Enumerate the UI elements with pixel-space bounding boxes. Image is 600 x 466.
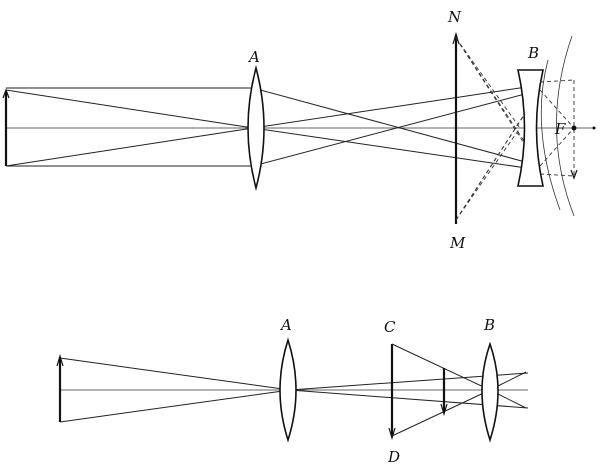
top-dashed-ray (539, 127, 575, 167)
bottom-lens-b (481, 341, 499, 443)
top-dashed-ray (539, 173, 575, 177)
top-diagram: A N B F M (2, 8, 596, 252)
top-wavefront (540, 59, 561, 211)
top-dashed-ray (539, 89, 575, 129)
top-focus-point (571, 125, 577, 131)
bottom-label-d: D (387, 448, 400, 466)
bottom-diagram: A C B D (56, 316, 529, 466)
top-ray (252, 87, 541, 167)
top-label-f: F (554, 120, 566, 138)
top-label-a: A (247, 48, 260, 66)
bottom-label-c: C (384, 318, 396, 336)
top-ray (252, 127, 541, 171)
top-dashed-ray (455, 37, 521, 129)
top-ray (252, 89, 541, 167)
top-ray (5, 89, 254, 129)
bottom-ray (59, 389, 291, 423)
bottom-lens-a (279, 337, 297, 443)
bottom-ray (59, 357, 291, 391)
top-wavefront (556, 35, 575, 217)
bottom-label-a: A (279, 316, 292, 334)
top-dashed-ray (455, 127, 521, 221)
top-lens-a (247, 64, 265, 192)
bottom-ray (391, 389, 491, 437)
bottom-label-b: B (483, 316, 495, 334)
top-label-m: M (449, 234, 466, 252)
top-ray (252, 84, 541, 129)
top-label-n: N (447, 8, 462, 26)
top-label-b: B (527, 44, 539, 62)
top-dashed-ray (539, 79, 575, 83)
bottom-ray (391, 343, 491, 391)
top-dashed-ray (455, 37, 531, 151)
top-lens-b (517, 69, 544, 187)
top-ray (5, 127, 254, 167)
